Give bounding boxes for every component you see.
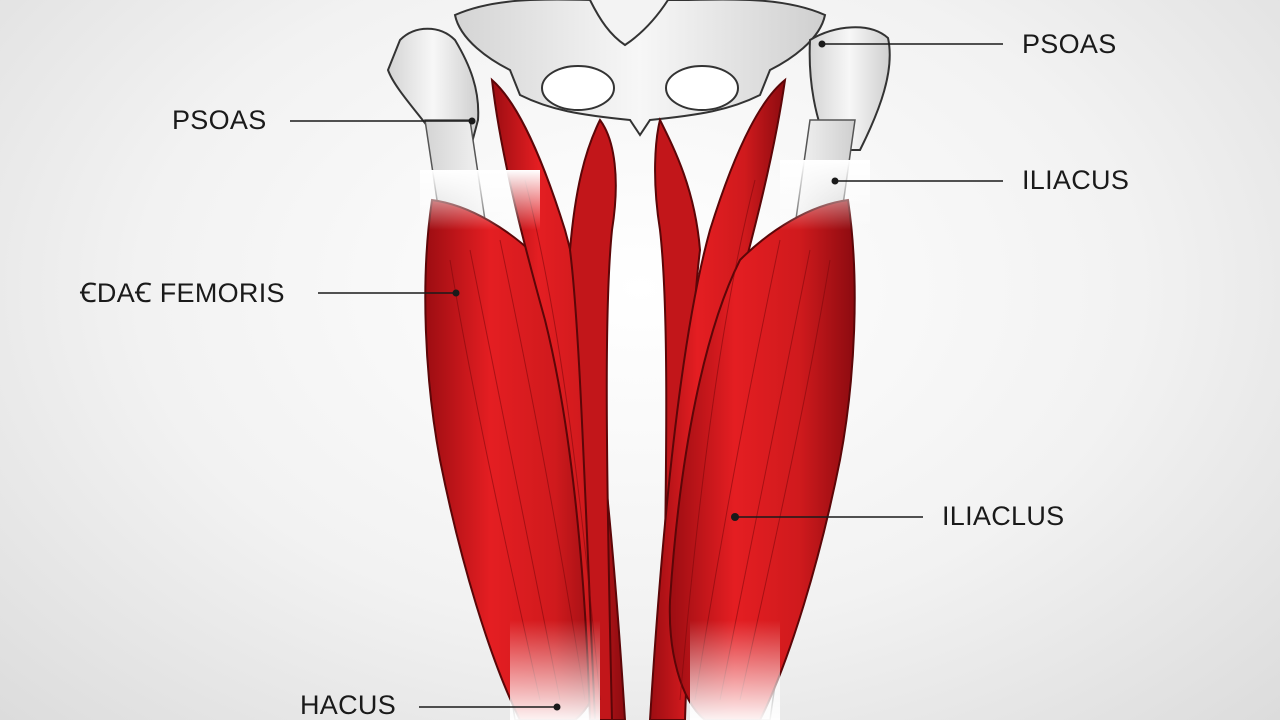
tendon-fade-left-top bbox=[420, 170, 540, 230]
leader-dots bbox=[452, 40, 839, 711]
dot-psoas-right bbox=[818, 40, 826, 48]
label-iliacus: ILIACUS bbox=[1022, 165, 1130, 195]
dot-iliaclus bbox=[731, 513, 739, 521]
muscle-left-psoas bbox=[568, 118, 617, 720]
label-hacus: HACUS bbox=[300, 690, 397, 720]
sacrum bbox=[589, 0, 669, 47]
tendon-fade-right-top bbox=[780, 160, 870, 230]
dot-femoris bbox=[452, 289, 460, 297]
dot-psoas-left bbox=[468, 117, 476, 125]
label-femoris: ꞒDAꞒ FEMORIS bbox=[80, 278, 285, 308]
obturator-foramen-left bbox=[541, 65, 615, 111]
label-psoas-right: PSOAS bbox=[1022, 29, 1117, 59]
muscles bbox=[420, 77, 870, 720]
label-iliaclus: ILIACLUS bbox=[942, 501, 1065, 531]
pelvis-body bbox=[453, 0, 827, 137]
dot-hacus bbox=[553, 703, 561, 711]
label-psoas-left: PSOAS bbox=[172, 105, 267, 135]
tendon-fade-right-bottom bbox=[690, 620, 780, 720]
muscle-right-outer bbox=[668, 198, 856, 720]
tendon-fade-left-bottom bbox=[510, 620, 600, 720]
leader-lines bbox=[290, 43, 1003, 708]
obturator-foramen-right bbox=[665, 65, 739, 111]
dot-iliacus bbox=[831, 177, 839, 185]
